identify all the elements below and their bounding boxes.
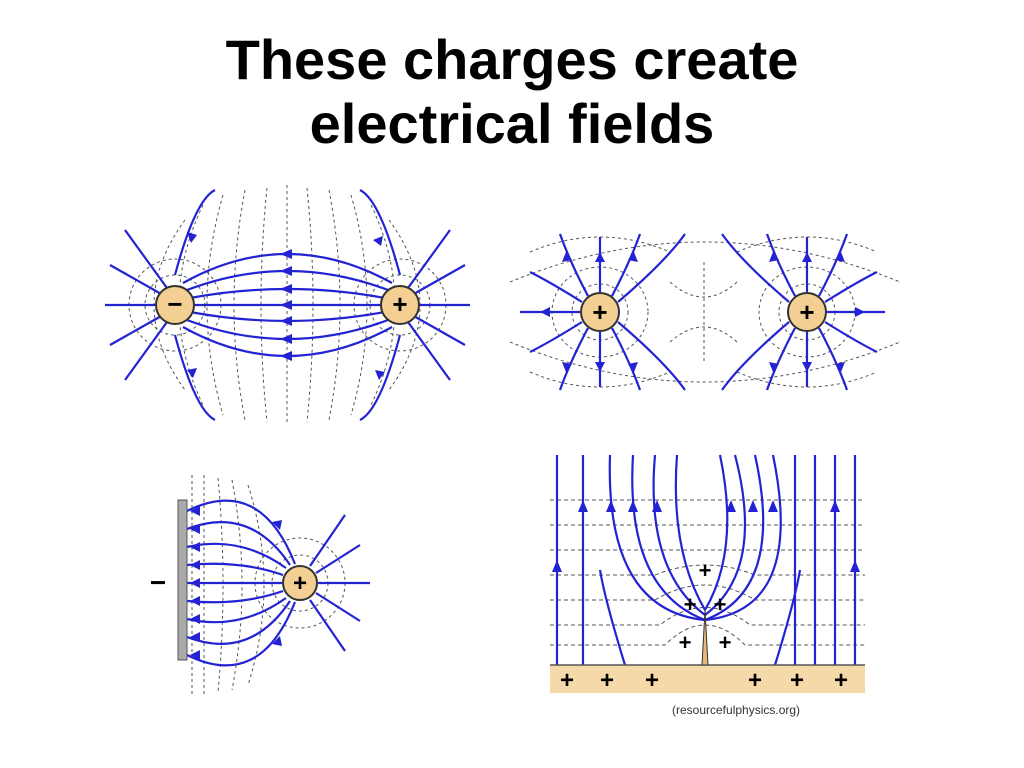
tip-plus: + — [684, 592, 697, 617]
charged-surface — [550, 665, 865, 693]
surface-plus: + — [645, 667, 659, 694]
positive-charge-left: + — [580, 292, 620, 332]
tip-plus: + — [679, 630, 692, 655]
like-charges-field-diagram: + + — [509, 233, 901, 391]
field-arrows — [540, 252, 865, 372]
surface-plus: + — [790, 667, 804, 694]
surface-plus: + — [834, 667, 848, 694]
field-arrows — [187, 232, 385, 380]
dipole-field-diagram: − + — [105, 185, 470, 425]
field-arrows — [552, 500, 860, 572]
tip-plus: + — [699, 558, 712, 583]
title-line-2: electrical fields — [309, 92, 715, 155]
charge-sign: + — [592, 297, 607, 327]
tip-charges: + + + + + — [679, 558, 732, 655]
pointed-tip — [701, 609, 709, 666]
tip-plus: + — [714, 592, 727, 617]
positive-charge-right: + — [787, 292, 827, 332]
surface-charges: + + + + + + — [560, 667, 848, 694]
positive-charge: + — [282, 565, 318, 601]
equipotential-lines — [191, 475, 346, 695]
negative-charge-sign: − — [167, 289, 182, 319]
field-lines — [520, 233, 885, 391]
plate-sign: − — [150, 567, 166, 598]
title-line-1: These charges create — [225, 28, 799, 91]
negative-plate — [177, 499, 188, 661]
surface-plus: + — [748, 667, 762, 694]
negative-charge: − — [155, 285, 195, 325]
field-arrows — [190, 506, 282, 660]
slide-title: These charges create electrical fields — [0, 28, 1024, 156]
surface-plus: + — [600, 667, 614, 694]
surface-plus: + — [560, 667, 574, 694]
plate-and-charge-diagram: − + — [150, 475, 370, 695]
charged-surface-diagram: + + + + + + + + + + + — [550, 454, 865, 694]
charge-sign: + — [799, 297, 814, 327]
positive-charge-sign: + — [392, 289, 407, 319]
source-credit: (resourcefulphysics.org) — [672, 703, 801, 717]
equipotential-lines — [550, 499, 865, 646]
field-lines — [555, 454, 857, 666]
charge-sign: + — [293, 570, 307, 597]
tip-plus: + — [719, 630, 732, 655]
positive-charge: + — [380, 285, 420, 325]
